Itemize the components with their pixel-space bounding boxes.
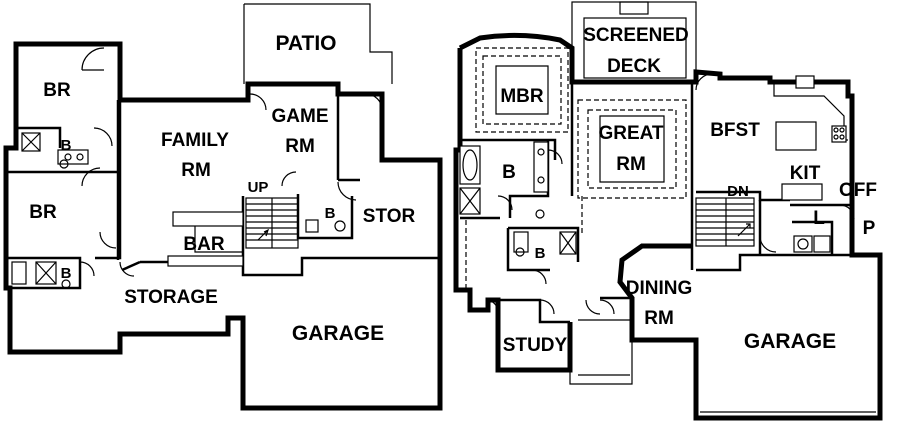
main-exterior-wall xyxy=(458,32,883,421)
lower-stair xyxy=(245,197,299,249)
family-room-label-1: FAMILY xyxy=(161,130,229,151)
lower-exterior-wall xyxy=(3,41,443,411)
main-stair-dn-label: DN xyxy=(727,183,749,200)
kit-label: KIT xyxy=(790,163,821,184)
game-room-label-1: GAME xyxy=(272,106,329,127)
lower-br-bottom-label: BR xyxy=(29,202,57,223)
dining-room-label-1: DINING xyxy=(626,278,693,299)
bar-label: BAR xyxy=(183,234,224,255)
mbr-label: MBR xyxy=(500,86,544,107)
stor-label: STOR xyxy=(363,206,416,227)
screened-deck-label-1: SCREENED xyxy=(583,25,689,46)
main-stair xyxy=(695,197,755,247)
bfst-label: BFST xyxy=(710,120,760,141)
lower-br-top-label: BR xyxy=(43,80,71,101)
pantry-label: P xyxy=(863,218,876,239)
lower-bath-2-label: B xyxy=(61,265,72,282)
off-label: OFF xyxy=(839,180,877,201)
great-room-label-1: GREAT xyxy=(598,123,663,144)
small-bath-label: B xyxy=(535,245,546,262)
game-room-label-2: RM xyxy=(285,136,315,157)
storage-label: STORAGE xyxy=(124,287,218,308)
screened-deck-label-2: DECK xyxy=(607,56,661,77)
master-bath-label: B xyxy=(502,162,516,183)
study-label: STUDY xyxy=(503,335,568,356)
lower-bath-3-label: B xyxy=(325,205,336,222)
dining-room-label-2: RM xyxy=(644,308,674,329)
lower-bath-1-label: B xyxy=(61,137,72,154)
lower-level-plan: BR BR B B FAMILY RM GAME RM PATIO UP B B… xyxy=(3,3,443,411)
main-level-plan: SCREENED DECK MBR B B GREAT RM BFST KIT … xyxy=(453,1,883,421)
patio-label: PATIO xyxy=(275,32,336,55)
great-room-label-2: RM xyxy=(616,154,646,175)
lower-garage-label: GARAGE xyxy=(292,322,384,345)
family-room-label-2: RM xyxy=(181,160,211,181)
patio-outline xyxy=(244,3,393,84)
lower-stair-up-label: UP xyxy=(248,179,269,196)
main-garage-label: GARAGE xyxy=(744,330,836,353)
laundry-label: L xyxy=(813,208,825,229)
